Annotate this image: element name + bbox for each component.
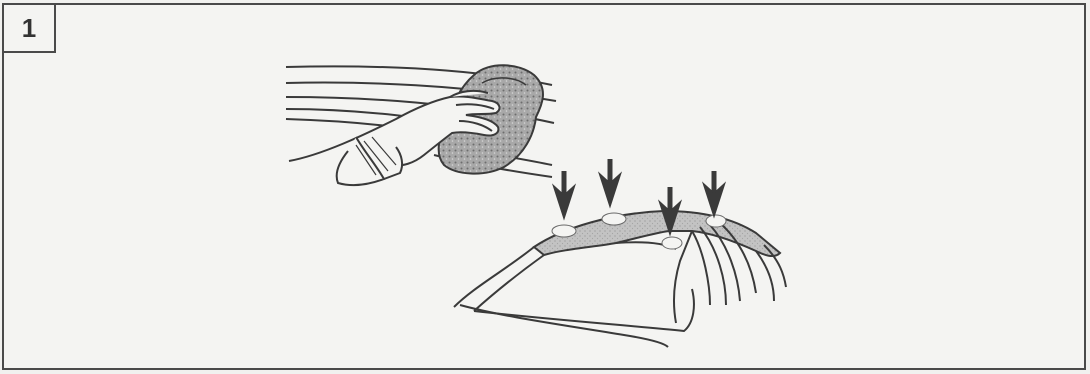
instruction-panel: 1 <box>2 3 1086 370</box>
roof-cleaning-illustration <box>4 5 1084 368</box>
car-roof-drawing <box>454 159 786 347</box>
wipe-detail-inset <box>286 65 556 185</box>
